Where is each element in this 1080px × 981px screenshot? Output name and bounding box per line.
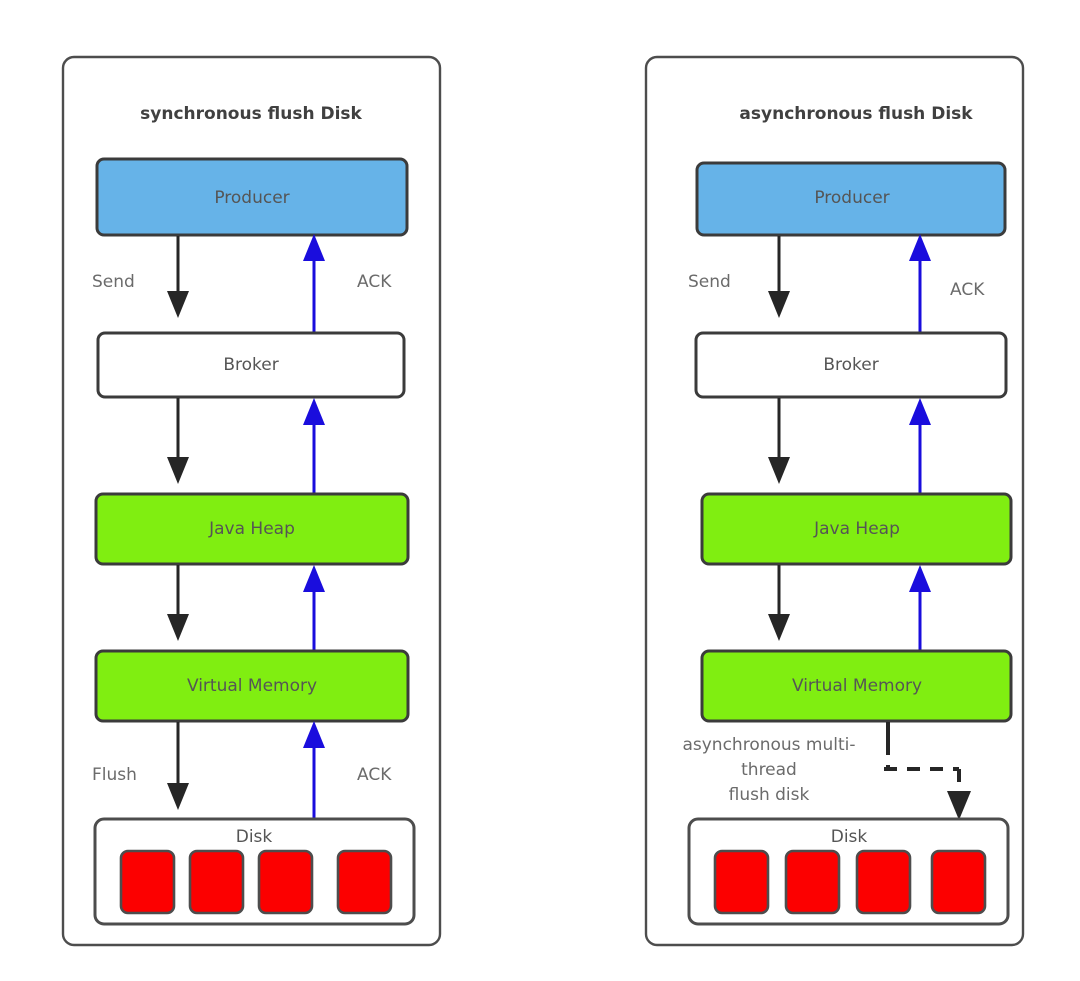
node-producer-synchronous[interactable]: [95, 157, 409, 237]
edge-label-ack-producer-asynchronous: ACK: [950, 280, 985, 300]
node-label-producer-asynchronous: Producer: [814, 188, 889, 208]
edge-label-send-asynchronous: Send: [688, 272, 731, 292]
node-label-broker-asynchronous: Broker: [823, 355, 878, 375]
async-flush-note-asynchronous: asynchronous multi- thread flush disk: [682, 735, 855, 805]
async-note-line-1: asynchronous multi-: [682, 735, 855, 755]
node-label-virtual-memory-asynchronous: Virtual Memory: [792, 676, 922, 696]
edge-label-send-synchronous: Send: [92, 272, 135, 292]
edge-java-heap-to-memory-synchronous: [167, 565, 189, 641]
edge-producer-to-broker-synchronous: [167, 236, 189, 318]
disk-block: [188, 849, 245, 915]
node-producer-asynchronous[interactable]: [695, 161, 1007, 237]
node-label-producer-synchronous: Producer: [214, 188, 289, 208]
panel-asynchronous: asynchronous flush Disk Producer Send AC…: [644, 55, 1025, 947]
disk-blocks-synchronous: [119, 849, 393, 915]
arrowhead-up-icon: [909, 234, 931, 261]
arrowhead-down-icon: [167, 291, 189, 318]
node-broker-asynchronous[interactable]: [694, 331, 1008, 399]
node-label-disk-synchronous: Disk: [236, 827, 273, 847]
edge-label-ack-producer-synchronous: ACK: [357, 272, 392, 292]
disk-block: [257, 849, 314, 915]
edge-java-heap-to-memory-asynchronous: [768, 565, 790, 641]
edge-broker-to-java-heap-synchronous: [167, 398, 189, 484]
edge-memory-to-java-heap-asynchronous: [909, 565, 931, 650]
arrowhead-up-icon: [303, 721, 325, 748]
edge-broker-to-producer-synchronous: [303, 234, 325, 332]
edge-memory-to-disk-synchronous: [167, 722, 189, 810]
disk-block: [336, 849, 393, 915]
panel-title-synchronous: synchronous flush Disk: [140, 104, 362, 124]
disk-block: [784, 849, 841, 915]
arrowhead-down-icon: [167, 614, 189, 641]
disk-block: [930, 849, 987, 915]
edge-broker-to-java-heap-asynchronous: [768, 398, 790, 484]
arrowhead-down-icon: [768, 614, 790, 641]
node-virtual-memory-synchronous[interactable]: [94, 649, 410, 723]
edge-memory-to-disk-asynchronous-dashed: [884, 722, 971, 820]
node-virtual-memory-asynchronous[interactable]: [700, 649, 1013, 723]
edge-java-heap-to-broker-synchronous: [303, 398, 325, 493]
edge-label-flush-synchronous: Flush: [92, 765, 137, 785]
edge-label-ack-disk-synchronous: ACK: [357, 765, 392, 785]
panel-title-asynchronous: asynchronous flush Disk: [739, 104, 973, 124]
arrowhead-up-icon: [909, 398, 931, 425]
panel-synchronous: synchronous flush Disk Producer Send ACK…: [61, 55, 442, 947]
arrowhead-up-icon: [303, 565, 325, 592]
node-label-java-heap-asynchronous: Java Heap: [813, 519, 900, 539]
edge-disk-to-memory-synchronous: [303, 721, 325, 820]
disk-block: [713, 849, 770, 915]
edge-broker-to-producer-asynchronous: [909, 234, 931, 332]
node-label-disk-asynchronous: Disk: [831, 827, 868, 847]
arrowhead-down-icon: [947, 791, 971, 820]
disk-block: [119, 849, 176, 915]
arrowhead-up-icon: [303, 234, 325, 261]
disk-block: [855, 849, 912, 915]
arrowhead-down-icon: [768, 291, 790, 318]
node-label-java-heap-synchronous: Java Heap: [208, 519, 295, 539]
node-java-heap-synchronous[interactable]: [94, 492, 410, 566]
arrowhead-down-icon: [167, 783, 189, 810]
arrowhead-down-icon: [167, 457, 189, 484]
arrowhead-up-icon: [909, 565, 931, 592]
node-broker-synchronous[interactable]: [96, 331, 406, 399]
async-note-line-3: flush disk: [729, 785, 810, 805]
edge-producer-to-broker-asynchronous: [768, 236, 790, 318]
node-java-heap-asynchronous[interactable]: [700, 492, 1013, 566]
arrowhead-up-icon: [303, 398, 325, 425]
edge-memory-to-java-heap-synchronous: [303, 565, 325, 650]
async-note-line-2: thread: [741, 760, 797, 780]
disk-blocks-asynchronous: [713, 849, 987, 915]
arrowhead-down-icon: [768, 457, 790, 484]
edge-java-heap-to-broker-asynchronous: [909, 398, 931, 493]
node-label-broker-synchronous: Broker: [223, 355, 278, 375]
node-label-virtual-memory-synchronous: Virtual Memory: [187, 676, 317, 696]
